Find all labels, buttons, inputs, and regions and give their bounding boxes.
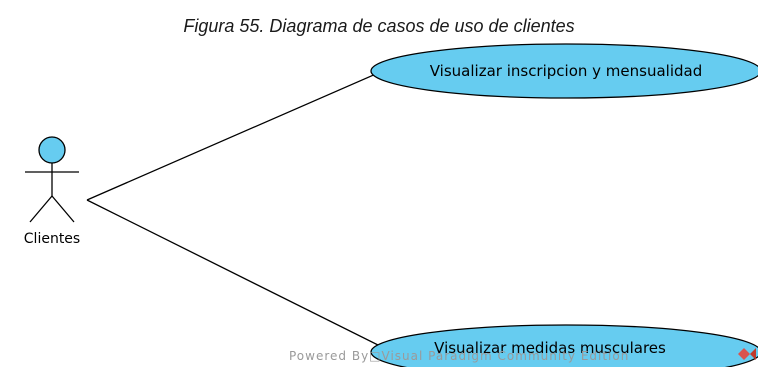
association-line-inscripcion [86, 69, 386, 201]
visual-paradigm-logo-icon [738, 348, 756, 360]
actor-right-leg [51, 195, 75, 223]
use-case-ellipse [370, 43, 758, 99]
actor-clientes[interactable]: Clientes [24, 136, 80, 247]
visual-paradigm-watermark: Powered By□Visual Paradigm Community Edi… [289, 349, 629, 363]
figure-caption: Figura 55. Diagrama de casos de uso de c… [183, 16, 575, 36]
actor-head [38, 136, 66, 164]
use-case-visualizar-inscripcion[interactable]: Visualizar inscripcion y mensualidad [370, 43, 758, 99]
use-case-label: Visualizar medidas musculares [434, 339, 666, 357]
actor-left-leg [29, 195, 53, 223]
use-case-visualizar-medidas[interactable]: Visualizar medidas musculares [370, 324, 758, 367]
association-line-medidas [86, 199, 389, 351]
actor-label: Clientes [24, 231, 80, 247]
use-case-label: Visualizar inscripcion y mensualidad [430, 62, 702, 80]
use-case-ellipse [370, 324, 758, 367]
